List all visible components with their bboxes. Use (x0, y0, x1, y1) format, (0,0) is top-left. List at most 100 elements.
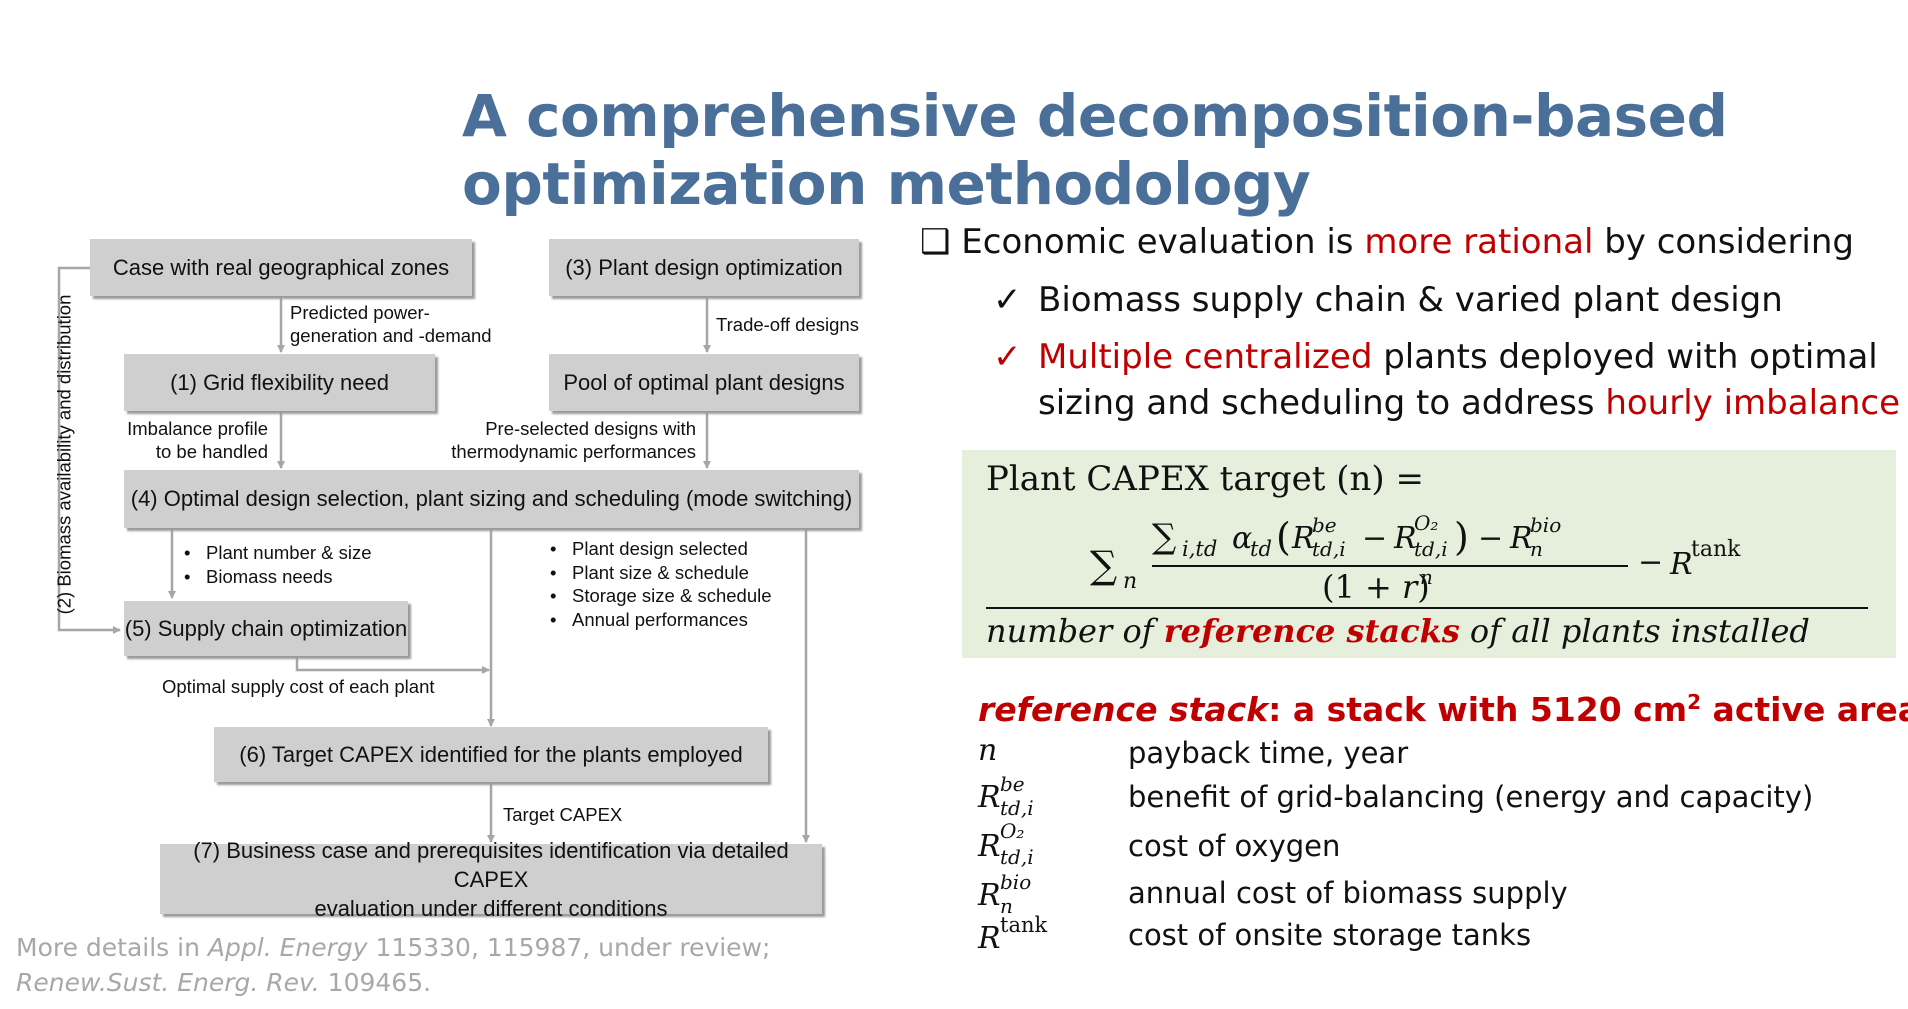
box-case-geographical-zones: Case with real geographical zones (90, 239, 472, 296)
discount-denominator: (1 + r) (1322, 568, 1430, 606)
footer-journal-1: Appl. Energy (207, 933, 368, 962)
alpha-sub: td (1250, 537, 1272, 561)
line1-highlight: more rational (1364, 222, 1594, 262)
bullets-plant-number: Plant number & size Biomass needs (184, 541, 372, 588)
box-pool-of-designs: Pool of optimal plant designs (549, 354, 859, 411)
label-imbalance-line-1: Imbalance profile (127, 418, 268, 439)
bullet-item: Plant number & size (184, 541, 372, 565)
label-supply-cost: Optimal supply cost of each plant (162, 676, 435, 697)
r-o2-sup: O₂ (1414, 511, 1438, 535)
box-4-label: (4) Optimal design selection, plant sizi… (130, 486, 853, 511)
bullet-item: Storage size & schedule (550, 584, 772, 608)
line1-text-c: by considering (1593, 222, 1854, 262)
r-tank-sup: tank (1691, 537, 1741, 562)
label-predicted-power: Predicted power- generation and -demand (290, 301, 492, 347)
r-bio: R (1509, 521, 1533, 556)
item-multiple-plants-line2: sizing and scheduling to address hourly … (1038, 383, 1900, 423)
label-preselected-line-2: thermodynamic performances (451, 441, 696, 462)
formula-denominator: number of reference stacks of all plants… (986, 612, 1810, 650)
item-multiple-plants: ✓ Multiple centralized plants deployed wi… (993, 337, 1878, 377)
checkbox-icon: ❑ (920, 222, 951, 262)
item2-highlight-2: hourly imbalance (1605, 383, 1901, 423)
label-predicted-line-2: generation and -demand (290, 325, 492, 346)
title-line-1: A comprehensive decomposition-based (462, 82, 1728, 150)
alpha-td: α (1232, 521, 1252, 556)
definition-term: reference stack (978, 690, 1269, 729)
box-optimal-design-selection: (4) Optimal design selection, plant sizi… (124, 470, 859, 528)
box-business-case: (7) Business case and prerequisites iden… (160, 838, 822, 921)
box-target-capex: (6) Target CAPEX identified for the plan… (214, 727, 768, 782)
box-pool-label: Pool of optimal plant designs (563, 369, 845, 395)
legend-desc-r-bio: annual cost of biomass supply (1128, 876, 1568, 910)
sum-sign-outer: ∑ (1090, 543, 1117, 587)
minus-3: − (1638, 545, 1663, 580)
legend-desc-n: payback time, year (1128, 736, 1409, 770)
sum-sign-inner: ∑ (1152, 517, 1176, 557)
box-plant-design-optimization: (3) Plant design optimization (549, 239, 859, 296)
paren-open: ( (1276, 515, 1291, 559)
check-icon-red: ✓ (993, 337, 1022, 377)
label-preselected-designs: Pre-selected designs with thermodynamic … (400, 417, 696, 463)
r-be-sup: be (1312, 513, 1337, 537)
box-3-label: (3) Plant design optimization (565, 254, 843, 280)
discount-exponent: n (1420, 565, 1433, 589)
label-tradeoff-designs: Trade-off designs (716, 314, 859, 335)
footer-text-b: 109465. (319, 968, 432, 997)
label-imbalance-profile: Imbalance profile to be handled (100, 417, 268, 463)
item2-text-b: plants deployed with optimal (1372, 337, 1878, 377)
item-biomass-supply: ✓ Biomass supply chain & varied plant des… (993, 280, 1783, 320)
r-be: R (1291, 521, 1315, 556)
slide-title: A comprehensive decomposition-based opti… (462, 82, 1728, 218)
label-biomass-availability: (2) Biomass availability and distributio… (53, 294, 75, 615)
formula-numerator: ∑ n ∑ i,td α td ( R be td,i − R O₂ td,i … (1090, 511, 1741, 606)
minus-1: − (1362, 521, 1387, 556)
legend-desc-r-tank: cost of onsite storage tanks (1128, 918, 1532, 952)
bullet-item: Annual performances (550, 608, 772, 632)
definition-sup: 2 (1687, 690, 1702, 714)
denominator-highlight: reference stacks (1163, 612, 1460, 650)
item2-text-c: sizing and scheduling to address (1038, 383, 1606, 423)
bullet-item: Biomass needs (184, 565, 372, 589)
box-case-label: Case with real geographical zones (112, 254, 450, 280)
footer-text-a: More details in (16, 933, 208, 962)
denominator-text-a: number of (986, 612, 1164, 650)
footer-text-c: 115330, 115987, under review; (367, 933, 771, 962)
bullets-plant-design: Plant design selected Plant size & sched… (550, 537, 772, 631)
line1-text-a: Economic evaluation is (961, 222, 1365, 262)
arrow-biomass-to-5 (57, 266, 121, 634)
box-7-line-2: evaluation under different conditions (314, 895, 668, 921)
label-preselected-line-1: Pre-selected designs with (485, 418, 696, 439)
r-o2: R (1393, 521, 1417, 556)
minus-2: − (1478, 521, 1503, 556)
definition-rest: : a stack with 5120 cm (1268, 690, 1688, 729)
box-5-label: (5) Supply chain optimization (124, 615, 408, 641)
sum-index-itd: i,td (1182, 537, 1217, 561)
label-imbalance-line-2: to be handled (155, 441, 268, 462)
arrow-5-to-6 (295, 657, 490, 674)
legend-desc-r-be: benefit of grid-balancing (energy and ca… (1128, 780, 1814, 814)
item1-text: Biomass supply chain & varied plant desi… (1038, 280, 1783, 320)
check-icon: ✓ (993, 280, 1022, 320)
capex-formula-box (962, 450, 1896, 658)
r-bio-sub: n (1530, 537, 1543, 561)
bullet-item: Plant size & schedule (550, 561, 772, 585)
definition-tail: active area (1701, 690, 1908, 729)
denominator-text-c: of all plants installed (1459, 612, 1810, 650)
footer-reference-line-1: More details in Appl. Energy 115330, 115… (16, 930, 770, 965)
symbol-n: n (978, 733, 998, 768)
footer-reference-line-2: Renew.Sust. Energ. Rev. 109465. (16, 965, 431, 1000)
r-be-sub: td,i (1312, 537, 1346, 561)
formula-lhs: Plant CAPEX target (n) = (986, 459, 1424, 499)
title-line-2: optimization methodology (462, 150, 1311, 218)
paren-close: ) (1454, 515, 1469, 559)
r-bio-sup: bio (1530, 513, 1561, 537)
footer-journal-2: Renew.Sust. Energ. Rev. (16, 968, 320, 997)
box-grid-flexibility-need: (1) Grid flexibility need (124, 354, 435, 411)
item2-highlight: Multiple centralized (1038, 337, 1373, 377)
r-tank: R (1669, 547, 1693, 582)
